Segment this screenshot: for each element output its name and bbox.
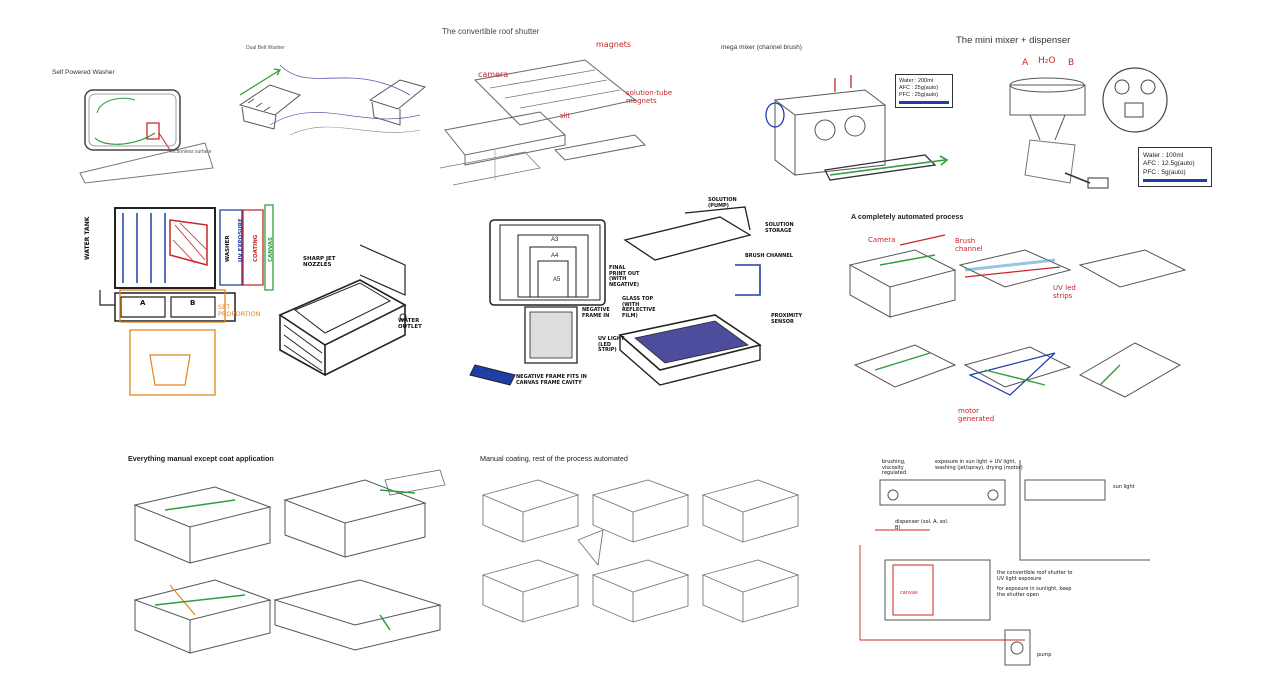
washer-note: frictionless surface (170, 149, 212, 155)
note-canvas: canvas (900, 590, 918, 596)
title-manual-coating: Manual coating, rest of the process auto… (480, 454, 628, 463)
label-solution-tube: SOLUTION (PUMP) (708, 197, 737, 209)
size-a3: A3 (551, 237, 559, 243)
label-negative-frame-in: NEGATIVE FRAME IN (582, 307, 610, 319)
label-washer: WASHER (225, 235, 231, 262)
title-mini-mixer: The mini mixer + dispenser (956, 35, 1071, 46)
label-negative-frame-fits: NEGATIVE FRAME FITS IN CANVAS FRAME CAVI… (516, 374, 587, 386)
label-camera: camera (478, 70, 509, 79)
mini-readout-pfc: PFC : 5g(auto) (1143, 168, 1186, 176)
process-plan-sketch (95, 205, 275, 405)
mega-mixer-readout: Water : 200ml AFC : 25g(auto) PFC : 25g(… (895, 74, 953, 109)
auto-label-motor-generated: motor generated (958, 407, 995, 423)
note-sun: sun light (1113, 484, 1135, 490)
mini-mixer-h2o: H₂O (1038, 56, 1056, 66)
note-dispenser: dispenser (sol. A, sol. B) (895, 519, 949, 531)
size-a4: A4 (551, 253, 559, 259)
label-solution-tube-magnets: solution-tube magnets (626, 89, 673, 105)
frame-and-glass-sketch (470, 195, 820, 400)
mega-mixer-sketch (735, 75, 950, 190)
mega-readout-water: Water : 200ml (899, 78, 934, 84)
automated-process-sketch (845, 225, 1190, 435)
label-uv-exposure: UV EXPOSURE (238, 218, 244, 262)
self-powered-washer-sketch (75, 78, 225, 188)
label-sharp-jet-nozzles: SHARP JET NOZZLES (303, 256, 336, 269)
label-solution-storage: SOLUTION STORAGE (765, 222, 794, 234)
jet-washer-sketch (270, 235, 415, 375)
title-self-powered-washer: Self Powered Washer (52, 69, 115, 76)
mini-mixer-a: A (1022, 58, 1029, 68)
note-pump: pump (1037, 652, 1052, 658)
auto-label-uv-led-strips: UV led strips (1053, 284, 1076, 300)
title-automated-process: A completely automated process (851, 212, 964, 221)
size-a5: A5 (553, 277, 561, 283)
mini-readout-bar (1143, 179, 1207, 183)
mini-mixer-readout: Water : 100ml AFC : 12.5g(auto) PFC : 5g… (1138, 147, 1212, 188)
notes-sketch (855, 460, 1155, 675)
note-exposure-sunlight: for exposure in sunlight, keep the shutt… (997, 586, 1072, 598)
title-roof-shutter: The convertible roof shutter (442, 27, 540, 36)
note-shutter: the convertible roof shutter to UV light… (997, 570, 1073, 582)
title-dual-belt-washer: Dual Belt Washer (246, 45, 285, 51)
auto-label-brush-channel: Brush channel (955, 237, 983, 253)
label-proximity-sensor: PROXIMITY SENSOR (771, 313, 803, 325)
mini-readout-afc: AFC : 12.5g(auto) (1143, 160, 1195, 168)
label-brush-channel: BRUSH CHANNEL (745, 253, 793, 259)
label-coating: COATING (253, 234, 259, 262)
label-water-outlet: WATER OUTLET (398, 318, 422, 331)
mini-mixer-b: B (1068, 58, 1075, 68)
mega-readout-pfc: PFC : 25g(auto) (899, 92, 939, 99)
label-water-tank: WATER TANK (84, 216, 91, 260)
auto-label-camera: Camera (868, 236, 896, 244)
roof-shutter-sketch (435, 40, 655, 185)
mega-readout-afc: AFC : 25g(auto) (899, 85, 939, 92)
manual-boxes-sketch (125, 465, 445, 655)
label-magnets: magnets (596, 40, 632, 49)
tank-b: B (190, 299, 196, 307)
note-exposure: exposure in sun light + UV light, washin… (935, 459, 1023, 471)
label-final-print-out: FINAL PRINT OUT (WITH NEGATIVE) (609, 265, 640, 288)
note-brushing: brushing, viscosity regulated (882, 459, 907, 476)
title-everything-manual: Everything manual except coat applicatio… (128, 454, 274, 463)
label-glass-top: GLASS TOP (WITH REFLECTIVE FILM) (622, 296, 656, 319)
mini-readout-water: Water : 100ml (1143, 152, 1184, 159)
label-slit: slit (560, 112, 571, 120)
tank-a: A (140, 299, 146, 307)
mega-readout-bar (899, 101, 949, 105)
title-mega-mixer: mega mixer (channel brush) (721, 44, 802, 51)
label-uv-light-strip: UV LIGHT (LED STRIP) (598, 336, 625, 353)
mini-mixer-sketch (1010, 55, 1200, 205)
dual-belt-washer-sketch (230, 55, 430, 140)
manual-coating-sketch (478, 470, 818, 635)
label-set-proportion: SET PROPORTION (218, 303, 261, 319)
